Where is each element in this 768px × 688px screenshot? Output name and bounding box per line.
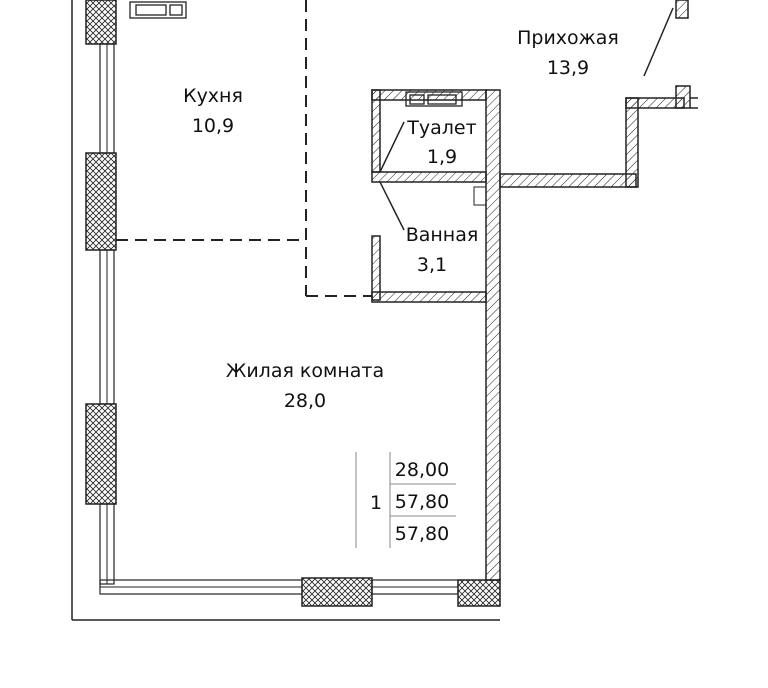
fixtures: [129, 1, 463, 107]
room-area-kitchen: 10,9: [192, 115, 234, 137]
room-name-toilet: Туалет: [406, 117, 476, 139]
zone-lines: [116, 0, 372, 297]
rooms-count: 1: [370, 492, 382, 514]
room-area-living: 28,0: [284, 390, 326, 412]
area-summary-table: 1 28,00 57,80 57,80: [355, 452, 456, 548]
room-area-toilet: 1,9: [427, 146, 457, 168]
room-name-kitchen: Кухня: [183, 85, 243, 107]
total-area-value: 57,80: [395, 491, 449, 513]
exterior-wall-bottom: [99, 577, 501, 607]
total-area-value-2: 57,80: [395, 523, 449, 545]
room-name-bathroom: Ванная: [406, 224, 479, 246]
room-area-hallway: 13,9: [547, 57, 589, 79]
room-labels: Прихожая 13,9 Кухня 10,9 Туалет 1,9 Ванн…: [183, 27, 619, 412]
room-name-hallway: Прихожая: [517, 27, 619, 49]
room-area-bathroom: 3,1: [417, 254, 447, 276]
living-area-value: 28,00: [395, 459, 449, 481]
exterior-wall-left: [85, 0, 117, 585]
room-name-living: Жилая комната: [226, 360, 384, 382]
outer-boundary: [71, 0, 500, 621]
interior-walls: [371, 0, 698, 581]
